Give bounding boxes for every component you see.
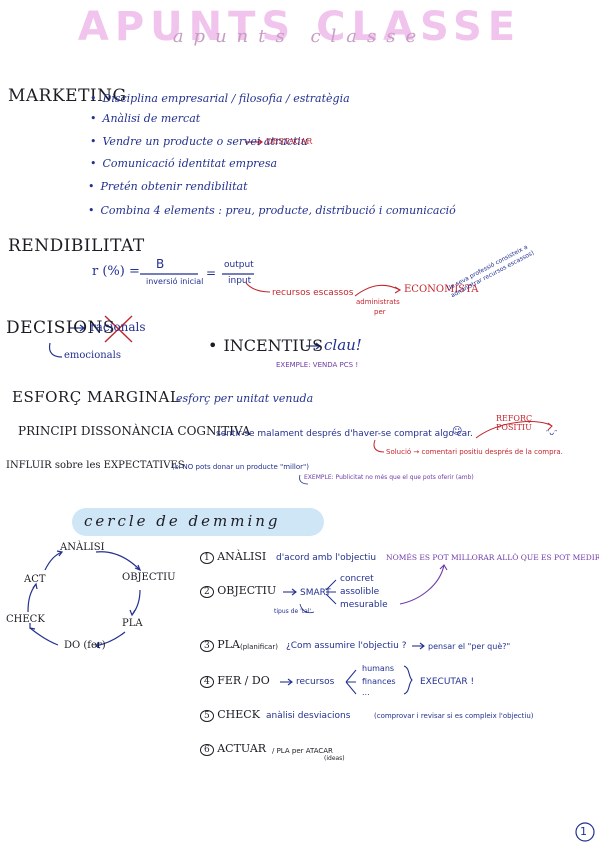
formula-input: input bbox=[228, 276, 252, 286]
step-4-number: 4 bbox=[200, 676, 214, 688]
step-1-number: 1 bbox=[200, 552, 214, 564]
formula-output: output bbox=[224, 260, 254, 270]
step-5-number: 5 bbox=[200, 710, 214, 722]
page-subtitle: apunts classe bbox=[172, 26, 427, 47]
per-note: per bbox=[374, 308, 386, 316]
step-2-number: 2 bbox=[200, 586, 214, 598]
step-1-label: ANÀLISI bbox=[217, 550, 267, 563]
step-5-label: CHECK bbox=[217, 708, 260, 721]
rendibilitat-heading: RENDIBILITAT bbox=[8, 236, 145, 256]
step-4: 4 FER / DO bbox=[200, 674, 270, 688]
step-2-item-concret: concret bbox=[340, 574, 374, 584]
step-2-label: OBJECTIU bbox=[217, 584, 277, 597]
step-3-label: PLA bbox=[217, 638, 240, 651]
step-4-item-more: ... bbox=[362, 688, 370, 697]
marketing-bullet-1: •Disciplina empresarial / filosofia / es… bbox=[90, 92, 350, 105]
cycle-node-objectiu: OBJECTIU bbox=[122, 572, 176, 583]
smile-face-icon: ᵔᴗᵔ bbox=[546, 428, 558, 437]
marketing-bullet-2: •Anàlisi de mercat bbox=[90, 112, 201, 125]
step-1: 1 ANÀLISI bbox=[200, 550, 267, 564]
step-3-number: 3 bbox=[200, 640, 214, 652]
esforc-heading: ESFORÇ MARGINAL bbox=[12, 388, 181, 406]
incentius-heading: •INCENTIUS bbox=[208, 336, 324, 355]
step-6-label: ACTUAR bbox=[217, 742, 267, 755]
incentius-exemple: EXEMPLE: VENDA PCS ! bbox=[276, 361, 359, 369]
cercle-title-highlight bbox=[72, 508, 324, 536]
step-4-label: FER / DO bbox=[217, 674, 270, 687]
marketing-bullet-5: •Pretén obtenir rendibilitat bbox=[88, 180, 248, 193]
step-2-item-mesurable: mesurable bbox=[340, 600, 388, 610]
formula-eq: = bbox=[206, 266, 217, 280]
cycle-node-analisi: ANÀLISI bbox=[60, 542, 105, 553]
cycle-node-act: ACT bbox=[24, 574, 46, 585]
step-6-number: 6 bbox=[200, 744, 214, 756]
step-1-note: NOMÉS ES POT MILLORAR ALLÒ QUE ES POT ME… bbox=[386, 553, 599, 562]
solucio-note: Solució → comentari positiu després de l… bbox=[386, 448, 563, 456]
step-2-tipus: tipus de 'tal' bbox=[274, 608, 312, 615]
page-title: APUNTS CLASSE bbox=[77, 4, 522, 50]
step-6: 6 ACTUAR bbox=[200, 742, 267, 756]
step-2-smart: SMART bbox=[300, 588, 331, 598]
principi-heading: PRINCIPI DISSONÀNCIA COGNITIVA bbox=[18, 424, 251, 438]
step-3-sub: (planificar) bbox=[240, 643, 278, 651]
clau-label: clau! bbox=[324, 336, 362, 354]
step-5-text: anàlisi desviacions bbox=[266, 711, 351, 721]
marketing-heading: MARKETING bbox=[8, 86, 127, 106]
cycle-node-do: DO (fer) bbox=[64, 640, 106, 651]
influir-exemple: EXEMPLE: Publicitat no més que el que po… bbox=[304, 474, 474, 481]
cercle-title: cercle de demming bbox=[84, 512, 281, 530]
influir-heading: INFLUIR sobre les EXPECTATIVES bbox=[6, 460, 185, 471]
reforc-positiu: REFORÇ POSITIU bbox=[496, 414, 533, 432]
smile-icon: ☺ bbox=[452, 426, 463, 437]
esforc-text: esforç per unitat venuda bbox=[176, 392, 314, 405]
step-4-executar: EXECUTAR ! bbox=[420, 677, 475, 687]
marketing-bullet-3: •Vendre un producte o servei atractiu bbox=[90, 135, 308, 148]
step-6-sub2: (ideas) bbox=[324, 755, 345, 762]
administrats-note: administrats bbox=[356, 298, 400, 306]
destacar-note: DESTACAR bbox=[266, 137, 313, 146]
influir-note: (si NO pots donar un producte "millor") bbox=[172, 463, 309, 471]
step-3-text: ¿Com assumire l'objectiu ? bbox=[286, 641, 407, 651]
step-5: 5 CHECK bbox=[200, 708, 260, 722]
step-2: 2 OBJECTIU bbox=[200, 584, 277, 598]
cycle-node-pla: PLA bbox=[122, 618, 143, 629]
step-6-sub: / PLA per ATACAR bbox=[272, 747, 333, 755]
step-1-text: d'acord amb l'objectiu bbox=[276, 553, 377, 563]
step-3-text2: pensar el "per què?" bbox=[428, 642, 511, 651]
decisions-heading: DECISIONS bbox=[6, 318, 116, 338]
emocionals-label: emocionals bbox=[64, 350, 121, 361]
page-number: 1 bbox=[580, 825, 587, 838]
step-5-note: (comprovar i revisar si es compleix l'ob… bbox=[374, 712, 534, 720]
step-2-item-assolible: assolible bbox=[340, 587, 380, 597]
step-4-text: recursos bbox=[296, 677, 335, 687]
recursos-escassos: recursos escassos bbox=[272, 288, 354, 298]
racionals-label: racionals bbox=[90, 320, 146, 334]
formula-denominator: inversió inicial bbox=[146, 277, 204, 286]
economista-label: ECONOMISTA bbox=[404, 284, 479, 295]
formula-numerator: B bbox=[156, 257, 165, 271]
marketing-bullet-4: •Comunicació identitat empresa bbox=[90, 157, 278, 170]
step-3: 3 PLA bbox=[200, 638, 240, 652]
step-4-item-humans: humans bbox=[362, 664, 395, 673]
cycle-node-check: CHECK bbox=[6, 614, 45, 625]
principi-text: sentir-se malament després d'haver-se co… bbox=[216, 429, 473, 439]
formula-lhs: r (%) = bbox=[92, 264, 140, 279]
step-4-item-finances: finances bbox=[362, 677, 396, 686]
marketing-bullet-6: •Combina 4 elements : preu, producte, di… bbox=[88, 204, 456, 217]
